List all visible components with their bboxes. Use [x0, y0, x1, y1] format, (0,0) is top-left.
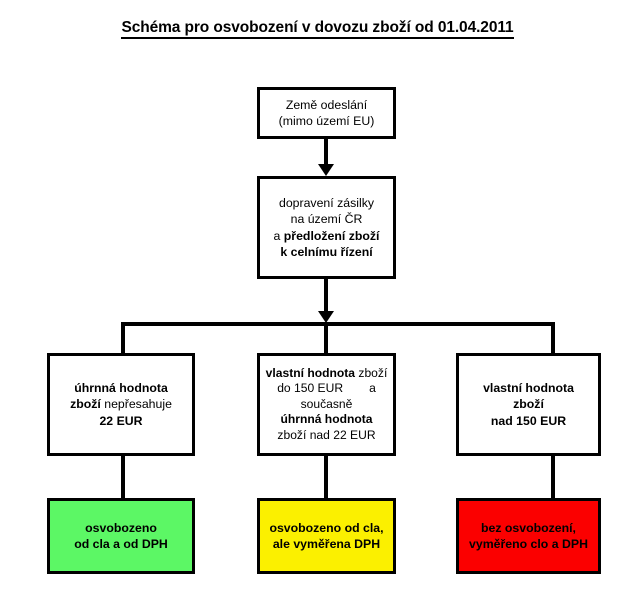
connector-split-bus: [121, 322, 555, 326]
node-origin-country-line1: Země odeslání: [285, 97, 368, 112]
node-left-condition-line2-plain: nepřesahuje: [100, 397, 172, 412]
node-left-result-exempt-line2: od cla a od DPH: [74, 537, 168, 551]
page-title-text: Schéma pro osvobození v dovozu zboží od …: [121, 19, 514, 39]
node-left-condition: úhrnná hodnota zboží nepřesahuje 22 EUR: [47, 353, 195, 456]
node-mid-condition-line1-plain: zboží: [355, 365, 388, 380]
node-transport-customs: dopravení zásilky na území ČR a předlože…: [257, 176, 396, 279]
connector-origin-to-transport: [324, 139, 328, 166]
node-left-condition-line3: 22 EUR: [99, 413, 143, 428]
page-title: Schéma pro osvobození v dovozu zboží od …: [0, 19, 635, 39]
node-mid-condition-line5: zboží nad 22 EUR: [277, 427, 376, 442]
arrowhead-origin-to-transport: [318, 164, 334, 176]
node-mid-result-partial: osvobozeno od cla, ale vyměřena DPH: [257, 498, 396, 574]
connector-mid-condition-to-mid-result: [324, 456, 328, 500]
node-mid-condition-line1: vlastní hodnota zboží: [266, 366, 388, 382]
node-right-condition-line3: nad 150 EUR: [490, 413, 567, 428]
connector-left-condition-to-left-result: [121, 456, 125, 500]
node-left-result-exempt: osvobozeno od cla a od DPH: [47, 498, 195, 574]
node-left-condition-line2: zboží nepřesahuje: [70, 396, 172, 413]
node-transport-customs-line2: na území ČR: [290, 212, 363, 226]
node-transport-customs-line4: k celnímu řízení: [280, 245, 373, 259]
node-right-result-none-line1: bez osvobození,: [481, 520, 576, 535]
node-right-result-none: bez osvobození, vyměřeno clo a DPH: [456, 498, 601, 574]
node-transport-customs-line3-plain: a: [273, 228, 284, 243]
node-mid-condition-line2-amount: do 150 EUR: [277, 381, 344, 396]
node-mid-condition-line1-bold: vlastní hodnota: [265, 365, 356, 380]
node-mid-result-partial-line2: ale vyměřena DPH: [272, 537, 381, 551]
node-right-result-none-line2: vyměřeno clo a DPH: [469, 537, 588, 551]
connector-split-to-mid-condition: [324, 322, 328, 355]
node-mid-condition: vlastní hodnota zboží do 150 EUR a součas…: [257, 353, 396, 456]
connector-transport-to-split: [324, 279, 328, 313]
node-origin-country-line2: (mimo území EU): [278, 114, 375, 128]
arrowhead-transport-to-split: [318, 311, 334, 323]
node-transport-customs-line3-bold: předložení zboží: [283, 228, 380, 243]
node-mid-condition-line2: do 150 EUR a: [277, 381, 376, 397]
node-left-result-exempt-line1: osvobozeno: [85, 520, 157, 535]
node-mid-condition-line3: současně: [300, 396, 353, 411]
node-transport-customs-line1: dopravení zásilky: [278, 195, 374, 210]
node-mid-condition-line2-conjunction: a: [369, 381, 376, 396]
node-right-condition: vlastní hodnota zboží nad 150 EUR: [456, 353, 601, 456]
node-left-condition-line2-bold: zboží: [70, 397, 101, 412]
connector-right-condition-to-right-result: [551, 456, 555, 500]
node-right-condition-line2: zboží: [513, 397, 544, 412]
node-transport-customs-line3: a předložení zboží: [274, 228, 380, 245]
connector-split-to-left-condition: [121, 322, 125, 355]
node-mid-condition-line4: úhrnná hodnota: [280, 412, 373, 427]
node-left-condition-line1: úhrnná hodnota: [74, 380, 168, 395]
node-mid-result-partial-line1: osvobozeno od cla,: [269, 520, 384, 535]
node-right-condition-line1: vlastní hodnota: [483, 380, 574, 395]
connector-split-to-right-condition: [551, 322, 555, 355]
node-origin-country: Země odeslání (mimo území EU): [257, 87, 396, 139]
